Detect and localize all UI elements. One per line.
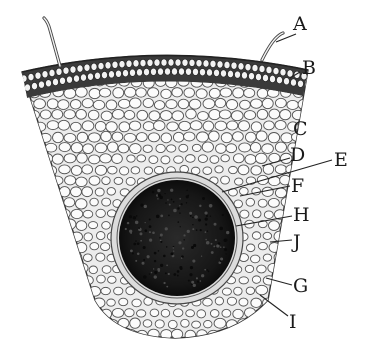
root-hair-right bbox=[262, 33, 283, 60]
label-A: A bbox=[292, 13, 307, 35]
label-E: E bbox=[334, 149, 348, 171]
label-D: D bbox=[290, 144, 305, 166]
label-H: H bbox=[293, 204, 310, 226]
leader-I bbox=[260, 295, 288, 316]
label-J: J bbox=[291, 231, 301, 253]
label-B: B bbox=[302, 57, 316, 79]
label-G: G bbox=[293, 275, 308, 297]
stele bbox=[119, 180, 235, 296]
label-I: I bbox=[289, 311, 297, 333]
label-F: F bbox=[291, 175, 304, 197]
label-C: C bbox=[293, 118, 308, 140]
